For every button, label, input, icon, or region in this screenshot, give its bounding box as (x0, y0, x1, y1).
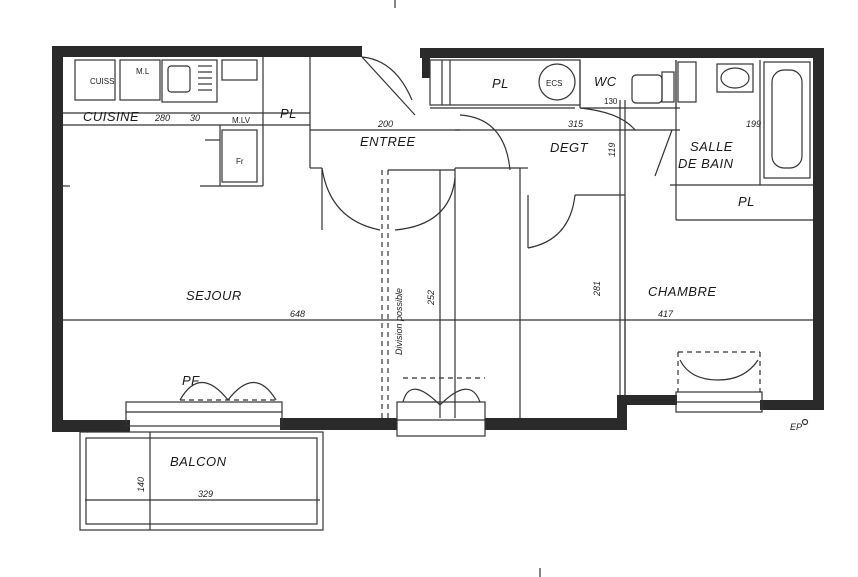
middle-window (396, 377, 486, 437)
axis-marks (394, 0, 541, 577)
sejour-door (321, 167, 381, 231)
fixture-label-ecs: ECS (546, 79, 562, 88)
chambre-door (459, 114, 576, 249)
dim-cuisine-280: 280 (154, 113, 170, 123)
dimension-lines (63, 170, 813, 530)
bathroom-fixtures (654, 61, 811, 179)
dim-chambre-417: 417 (658, 309, 674, 319)
dim-sejour-648: 648 (290, 309, 305, 319)
room-label-chambre: CHAMBRE (648, 284, 717, 299)
fixture-label-cuiss: CUISS (90, 77, 114, 86)
storage-label-chambre: PL (738, 194, 755, 209)
room-label-cuisine: CUISINE (83, 109, 139, 124)
dim-entree-200: 200 (377, 119, 393, 129)
outer-walls (52, 46, 824, 432)
dim-degt-119: 119 (607, 143, 617, 157)
dim-degt-315: 315 (568, 119, 584, 129)
dim-vertical-252: 252 (426, 290, 436, 306)
room-label-degt: DEGT (550, 140, 589, 155)
fixture-label-mlv: M.LV (232, 116, 251, 125)
dim-cuisine-30: 30 (190, 113, 200, 123)
bathroom-door (579, 107, 636, 131)
interior-walls (63, 57, 813, 418)
dim-chambre-281: 281 (592, 281, 602, 297)
chambre-window (675, 351, 763, 413)
dim-wc-130: 130 (604, 97, 618, 106)
balcony (79, 431, 324, 531)
room-label-wc: WC (594, 74, 617, 89)
room-label-entree: ENTREE (360, 134, 416, 149)
room-label-salle: SALLE (690, 139, 733, 154)
room-label-sejour: SEJOUR (186, 288, 242, 303)
fixture-label-ml: M.L (136, 67, 150, 76)
kitchen-counter (74, 59, 258, 186)
room-label-de-bain: DE BAIN (678, 156, 734, 171)
fixture-label-pf: PF (182, 373, 200, 388)
dim-balcon-329: 329 (198, 489, 213, 499)
storage-label-kitchen: PL (280, 106, 297, 121)
entry-closet (429, 59, 581, 108)
fixture-label-ep: EP (790, 422, 802, 432)
wc-fixtures (631, 60, 677, 108)
division-door (381, 169, 456, 418)
room-label-balcon: BALCON (170, 454, 227, 469)
storage-label-entry: PL (492, 76, 509, 91)
dim-balcon-140: 140 (136, 477, 146, 492)
ep-marker-icon (801, 418, 809, 426)
note-division-possible: Division possible (394, 288, 404, 355)
fixture-label-fr: Fr (236, 157, 244, 166)
dim-sdb-199: 199 (746, 119, 761, 129)
entry-door (361, 56, 416, 116)
sejour-window (125, 382, 283, 427)
